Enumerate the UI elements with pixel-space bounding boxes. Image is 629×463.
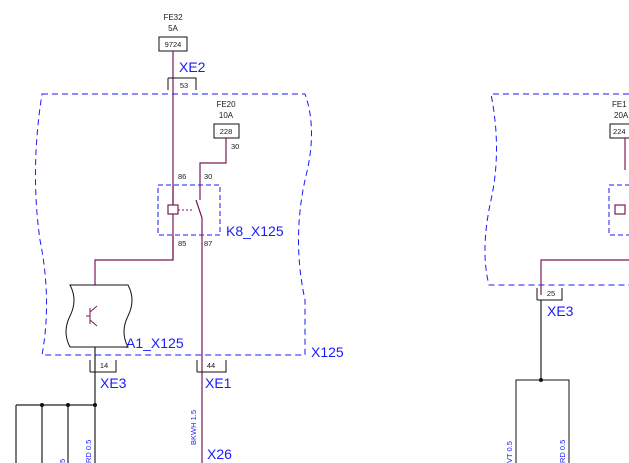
- connector-xe3-right-pin: 25: [547, 289, 555, 298]
- fuse-fe20-terminal: 228: [220, 127, 233, 136]
- connector-x26-name: X26: [207, 446, 232, 462]
- connector-xe3-right-bracket: [536, 288, 563, 301]
- fuse-right-rating: 20A: [614, 111, 629, 120]
- module-a1-name: A1_X125: [126, 335, 184, 351]
- fuse-fe20-name: FE20: [216, 100, 236, 109]
- fuse-fe32-name: FE32: [163, 13, 183, 22]
- transistor-icon: [86, 305, 98, 327]
- fuse-right-terminal: 224: [613, 127, 626, 136]
- fuse-fe20-rating: 10A: [219, 111, 234, 120]
- bus-node-2: [66, 403, 70, 407]
- relay-coil: [167, 204, 179, 215]
- connector-xe1-pin: 44: [207, 361, 215, 370]
- bus-node-1: [40, 403, 44, 407]
- wire-label-rd-right: RD 0.5: [558, 440, 567, 463]
- wire-label-rd-left: RD 0.5: [84, 440, 93, 463]
- connector-xe2-pin: 53: [180, 81, 188, 90]
- connector-xe2-bracket: [167, 77, 197, 90]
- connector-xe3-left-name: XE3: [100, 375, 127, 391]
- wire-fe20-down: [199, 138, 227, 185]
- fuse-right-name: FE1: [612, 100, 627, 109]
- module-a1-body: [65, 284, 133, 348]
- wire-label-5: 5: [58, 459, 67, 463]
- wire-label-vt: VT 0.5: [505, 441, 514, 463]
- connector-xe1-name: XE1: [205, 375, 232, 391]
- wire-label-bkwh: BKWH 1.5: [189, 410, 198, 445]
- connector-xe3-left-pin: 14: [100, 361, 108, 370]
- relay-pin-86: 86: [178, 172, 186, 181]
- enclosure-x125-outline: [34, 93, 312, 356]
- connector-xe3-left-bracket: [89, 360, 117, 373]
- relay-k8-outline: [157, 184, 221, 236]
- relay-pin-87: 87: [204, 239, 212, 248]
- wire-relay-85-to-module: [94, 235, 174, 285]
- bus-node-3: [93, 403, 97, 407]
- right-relay-coil: [614, 204, 626, 215]
- fuse-fe32-rating: 5A: [168, 24, 178, 33]
- relay-pin-85: 85: [178, 239, 186, 248]
- relay-k8-name: K8_X125: [226, 223, 284, 239]
- connector-xe3-right-name: XE3: [547, 303, 574, 319]
- wire-right-relay-to-xe3: [540, 259, 629, 295]
- relay-switch-contact: [195, 199, 203, 219]
- fuse-fe32-terminal: 9724: [165, 40, 182, 49]
- enclosure-x125-name: X125: [311, 344, 344, 360]
- fuse-right-box: [609, 123, 629, 139]
- fuse-fe20-pin: 30: [231, 142, 239, 151]
- connector-xe2-name: XE2: [179, 59, 206, 75]
- right-enclosure-outline: [484, 93, 629, 286]
- right-block-outline: [515, 379, 570, 463]
- connector-xe1-bracket: [196, 360, 227, 373]
- relay-pin-30: 30: [204, 172, 212, 181]
